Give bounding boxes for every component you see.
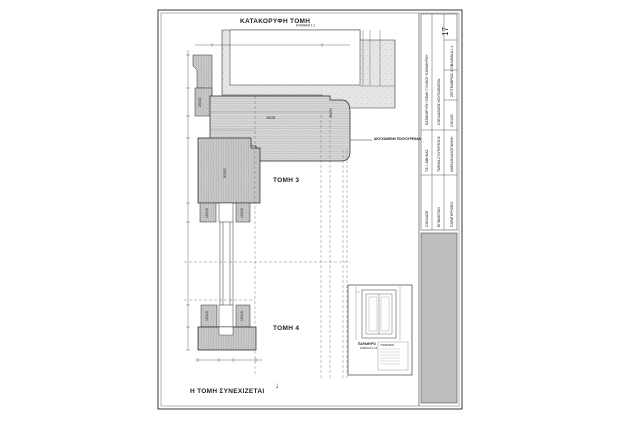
title-drawn-by: ΣΧΕΔΙΑΣΕ — [425, 210, 429, 227]
inset-scale: ΚΛΙΜΑΚΑ 1:10 — [360, 346, 378, 350]
label-frame: 28X28 — [266, 116, 275, 120]
label-bead-4: 12X15 — [240, 311, 244, 321]
inset-title: ΠΑΡΑΘΥΡΟ — [358, 342, 376, 346]
title-drawing: ΣΧΕΔΙΟ — [450, 114, 454, 127]
inset-legend-title: ΥΠΟΜΝΗΜΑ — [380, 344, 395, 347]
wall-section — [221, 29, 396, 109]
title-department: ΤΜΗΜΑ ΣΥΝΤΗΡΗΣΗΣ — [437, 136, 441, 172]
title-school: Τ.Ε.Ι. ΑΘΗΝΑΣ — [425, 149, 429, 172]
section-4-label: ΤΟΜΗ 4 — [273, 325, 299, 332]
title-designer: ΜΑΡΙΑ ΒΛΑΧΟΓΙΑΝΝΗ — [450, 136, 454, 172]
title-date: ΣΕΠΤΕΜΒΡΙΟΣ 2008 — [450, 64, 454, 97]
label-block: 25X30 — [198, 97, 202, 107]
label-bead-3: 12X15 — [205, 311, 209, 321]
window-sash — [197, 137, 261, 204]
dimension-lines — [186, 43, 350, 362]
continues-arrow: ↓ — [275, 381, 279, 390]
drawing-title: ΚΑΤΑΚΟΡΥΦΗ ΤΟΜΗ — [240, 18, 310, 25]
label-bead-1: 15X15 — [205, 208, 209, 218]
title-block-panel — [420, 232, 458, 404]
label-lintel: 39X90 — [329, 108, 333, 118]
title-project: ΚΑΤΑΚΟΡΥΦΗ ΤΟΜΗ ΞΥΛΙΝΟΥ ΠΑΡΑΘΥΡΟΥ — [425, 54, 429, 125]
title-scale: ΚΛΙΜΑΚΑ 1:1 — [450, 45, 454, 66]
label-bead-2: 12X15 — [240, 208, 244, 218]
inset-window-detail: ΠΑΡΑΘΥΡΟ ΚΛΙΜΑΚΑ 1:10 ΥΠΟΜΝΗΜΑ — [347, 284, 413, 376]
label-sash: 80X90 — [223, 168, 227, 178]
section-3-label: ΤΟΜΗ 3 — [273, 177, 299, 184]
glass-pane — [219, 222, 234, 305]
title-notes: ΠΑΡΑΤΗΡΗΣΕΙΣ — [450, 202, 454, 227]
continues-label: Η ΤΟΜΗ ΣΥΝΕΧΙΖΕΤΑΙ — [190, 388, 264, 395]
title-block: 17 ΚΑΤΑΚΟΡΥΦΗ ΤΟΜΗ ΞΥΛΙΝΟΥ ΠΑΡΑΘΥΡΟΥ ΣΧΕ… — [420, 13, 458, 404]
sealing-label: ΔΙΟΓΚΩΜΕΝΗ ΠΟΛΥΟΥΡΕΘΑΝΗ — [374, 137, 424, 141]
drawing-scale: ΚΛΙΜΑΚΑ 1:1 — [296, 24, 316, 28]
title-subject: ΣΧΕΔΙΑΣΜΟΣ ΚΟΥΦΩΜΑΤΩΝ — [437, 78, 441, 125]
sheet-number: 17 — [441, 27, 450, 36]
title-supervisor: ΕΠΙΒΛΕΠΩΝ — [437, 207, 441, 227]
section-4-profile: 12X15 12X15 — [197, 304, 257, 351]
